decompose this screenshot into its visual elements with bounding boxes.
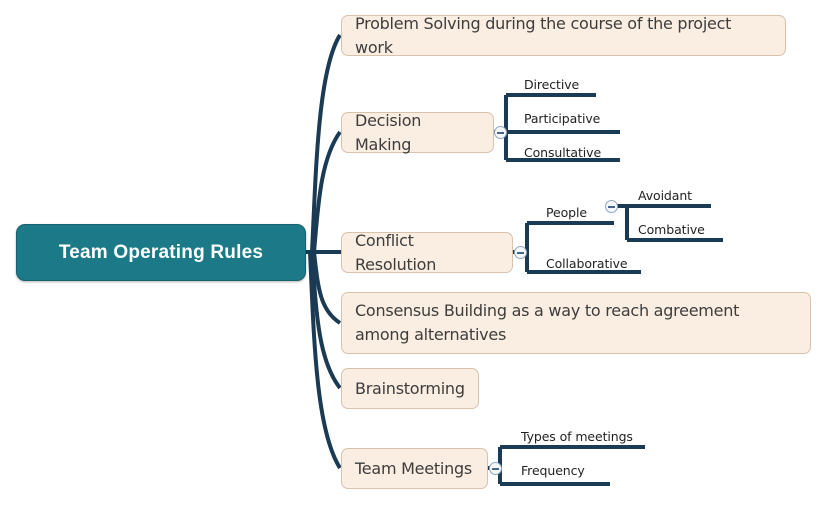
leaf-consultative[interactable]: Consultative [524,145,602,160]
leaf-people[interactable]: People [546,205,587,220]
branch-label-team-meetings: Team Meetings [355,458,472,478]
branch-label-decision-making: Decision Making [355,110,422,154]
leaf-types-of-meetings[interactable]: Types of meetings [521,429,633,444]
branch-node-decision-making[interactable]: Decision Making [341,111,494,154]
branch-label-consensus-building: Consensus Building as a way to reach agr… [355,301,740,344]
collapse-toggle-team-meetings[interactable] [489,462,502,475]
leaf-combative[interactable]: Combative [638,222,705,237]
branch-node-problem-solving[interactable]: Problem Solving during the course of the… [341,14,786,57]
branch-curve-brainstorming [310,251,342,390]
branch-label-brainstorming: Brainstorming [355,378,465,398]
branch-label-problem-solving: Problem Solving during the course of the… [355,13,732,57]
collapse-toggle-conflict-resolution[interactable] [514,246,527,259]
branch-node-consensus-building[interactable]: Consensus Building as a way to reach agr… [341,292,811,354]
root-node-label: Team Operating Rules [58,241,264,263]
leaf-frequency[interactable]: Frequency [521,463,585,478]
leaf-avoidant[interactable]: Avoidant [638,188,692,203]
collapse-toggle-people[interactable] [605,200,618,213]
branch-curve-consensus-building [312,251,342,325]
collapse-toggle-decision-making[interactable] [494,126,507,139]
branch-label-conflict-resolution: Conflict Resolution [355,230,437,274]
leaf-collaborative[interactable]: Collaborative [546,256,628,271]
leaf-participative[interactable]: Participative [524,111,601,126]
branch-node-conflict-resolution[interactable]: Conflict Resolution [341,231,513,274]
branch-curve-decision-making [312,130,342,253]
branch-curve-problem-solving [310,33,342,253]
branch-node-brainstorming[interactable]: Brainstorming [341,368,479,409]
leaf-directive[interactable]: Directive [524,77,580,92]
branch-curve-team-meetings [308,251,342,470]
branch-node-team-meetings[interactable]: Team Meetings [341,448,488,489]
root-node[interactable]: Team Operating Rules [16,224,306,281]
